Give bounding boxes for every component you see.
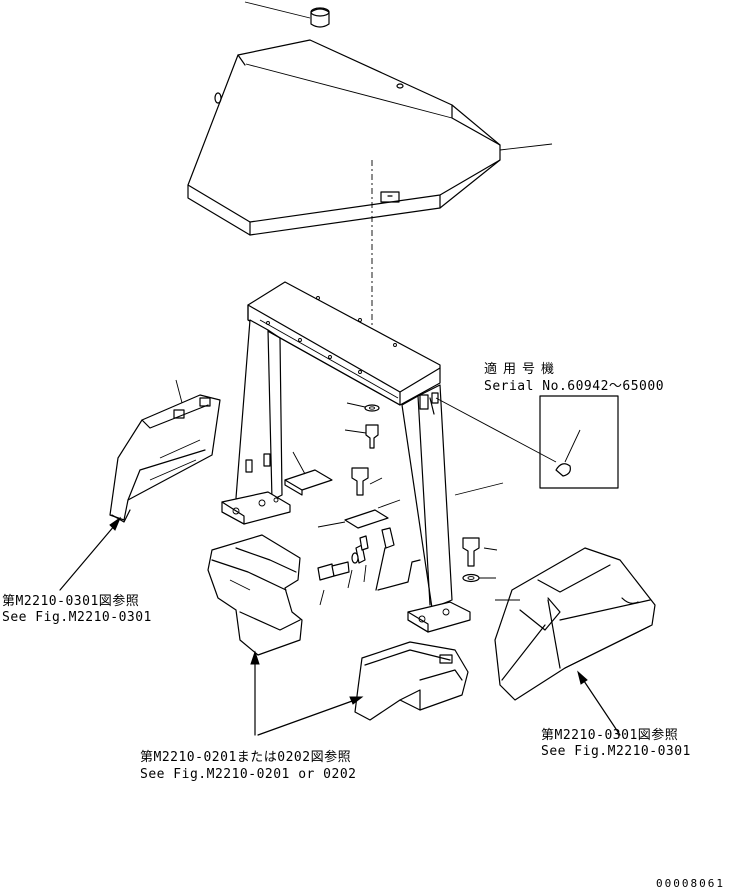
ref-right-en: See Fig.M2210-0301 [541,744,691,759]
serial-label-en: Serial No.60942～65000 [484,379,665,394]
arrow-right-ref [577,670,621,736]
left-side-panel [109,379,221,523]
serial-label-jp: 適用号機 [484,362,561,377]
ref-bottom-en: See Fig.M2210-0201 or 0202 [140,767,357,782]
ref-right-jp: 第M2210-0301図参照 [541,728,679,743]
ref-bottom-jp: 第M2210-0201または0202図参照 [140,750,352,765]
canopy-roof [187,39,553,236]
arrows-bottom-ref [250,650,364,736]
lower-center-frame [354,641,469,721]
drawing-number: 00008061 [656,877,725,890]
fastener-set-center [317,402,498,606]
serial-callout [435,395,619,489]
spacer-plate [284,451,333,496]
right-floor-frame [494,547,656,701]
ref-left-en: See Fig.M2210-0301 [2,610,152,625]
ref-left-jp: 第M2210-0301図参照 [2,594,140,609]
rops-frame [221,281,504,633]
lower-left-frame [207,534,303,656]
arrow-left-ref [59,516,122,591]
